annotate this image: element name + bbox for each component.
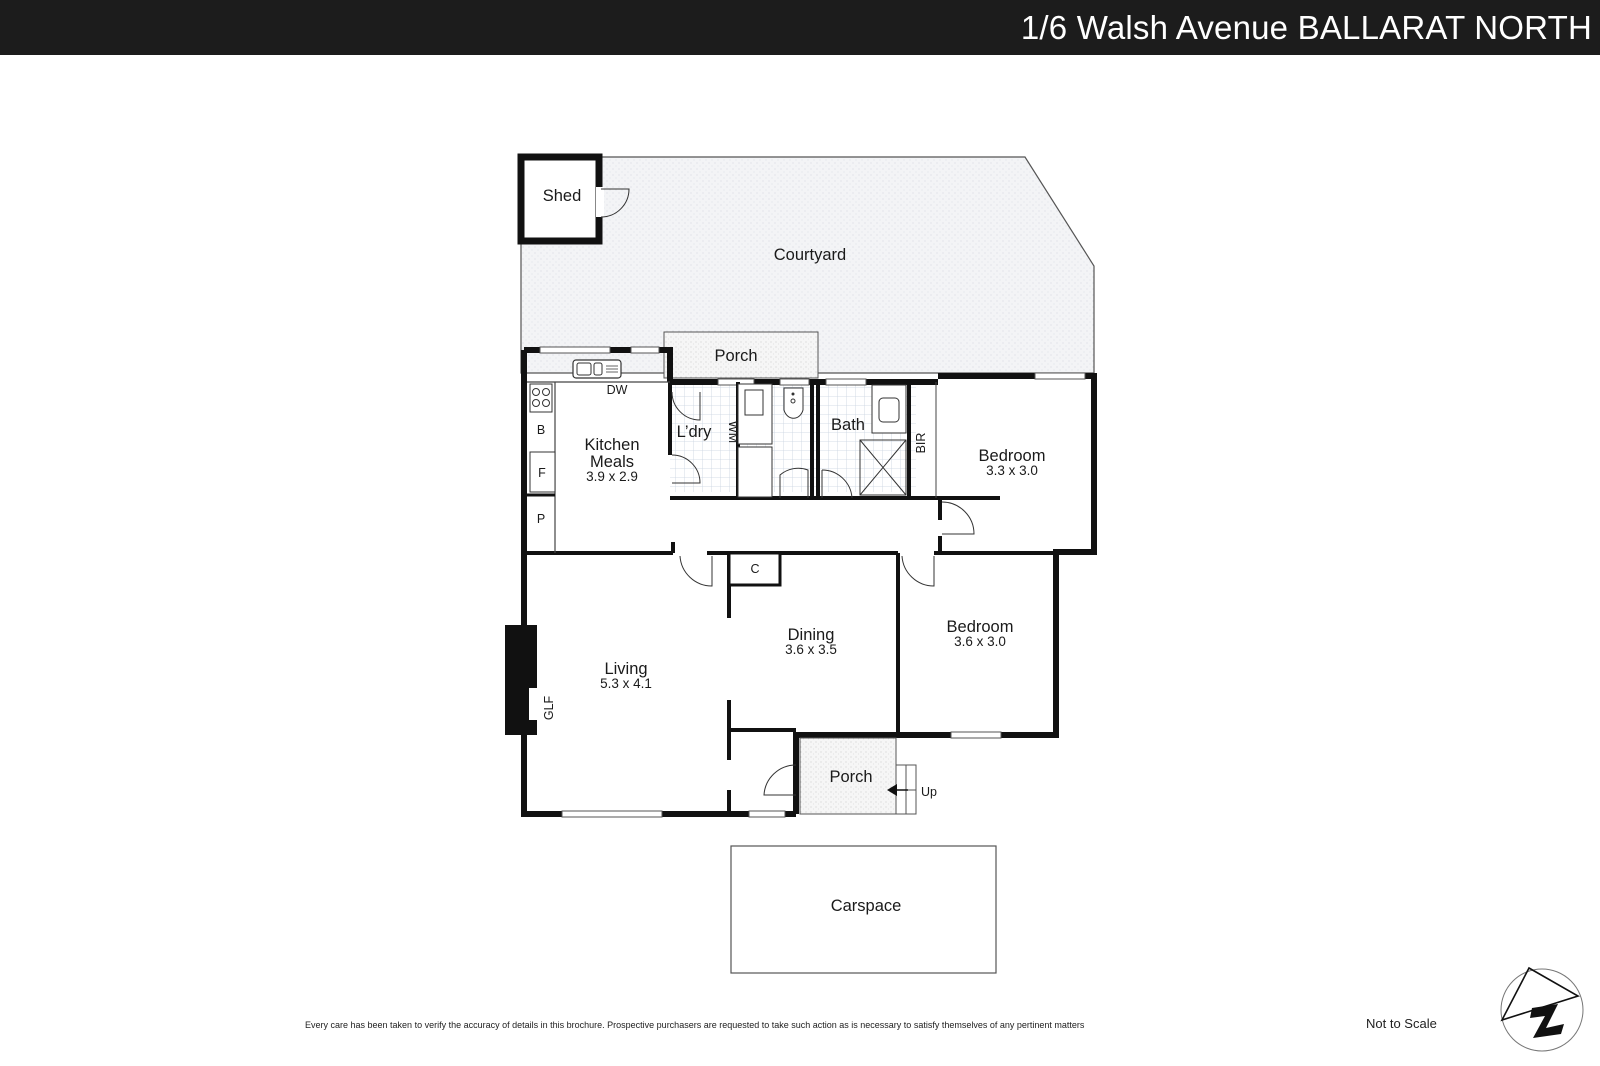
porch-front-label: Porch [829, 768, 872, 786]
living-label: Living [604, 660, 647, 678]
dishwasher-label: DW [607, 383, 628, 397]
laundry-fixtures: WM [671, 383, 773, 498]
fixture-f: F [538, 466, 546, 480]
bedroom-1: Bedroom 3.3 x 3.0 [941, 447, 1046, 535]
living-dims: 5.3 x 4.1 [600, 676, 652, 691]
fixture-p: P [537, 512, 545, 526]
bath-label: Bath [831, 416, 865, 434]
bedroom-2-label: Bedroom [947, 618, 1014, 636]
porch-front: Porch Up [763, 737, 937, 815]
laundry-label: L’dry [677, 423, 713, 441]
shed: Shed [517, 153, 630, 245]
porch-rear: Porch [663, 331, 819, 379]
fireplace-icon: GLF [505, 625, 556, 735]
glf-label: GLF [542, 695, 556, 720]
disclaimer-text: Every care has been taken to verify the … [305, 1020, 1085, 1030]
property-address-title: 1/6 Walsh Avenue BALLARAT NORTH [1020, 8, 1592, 46]
bedroom-1-label: Bedroom [979, 447, 1046, 465]
kitchen-dims: 3.9 x 2.9 [586, 469, 638, 484]
door-swing [679, 555, 713, 587]
svg-text:C: C [750, 562, 759, 576]
bath-fixtures [821, 384, 907, 499]
bedroom-2: Bedroom 3.6 x 3.0 [901, 555, 1014, 649]
steps-up-label: Up [921, 785, 937, 799]
arrow-left-icon [887, 784, 897, 796]
cupboard: C [727, 551, 782, 587]
washing-machine-label: WM [726, 421, 740, 443]
fixture-b: B [537, 423, 545, 437]
meals-label: Meals [590, 453, 634, 471]
courtyard-label: Courtyard [774, 246, 846, 264]
kitchen-fixtures: DW B F P [527, 359, 628, 526]
bir-label: BIR [914, 433, 928, 454]
toilet-icon [779, 387, 809, 498]
dining-dims: 3.6 x 3.5 [785, 642, 837, 657]
carspace-label: Carspace [831, 897, 902, 915]
courtyard [520, 156, 1095, 374]
bedroom-1-dims: 3.3 x 3.0 [986, 463, 1038, 478]
bedroom-2-dims: 3.6 x 3.0 [954, 634, 1006, 649]
dining-label: Dining [788, 626, 835, 644]
header-bar: 1/6 Walsh Avenue BALLARAT NORTH [0, 0, 1600, 55]
shed-label: Shed [543, 187, 582, 205]
carspace: Carspace [730, 845, 997, 974]
kitchen-label: Kitchen [584, 436, 639, 454]
north-arrow-icon [1500, 966, 1584, 1052]
porch-rear-label: Porch [714, 347, 757, 365]
scale-note: Not to Scale [1366, 1016, 1437, 1031]
